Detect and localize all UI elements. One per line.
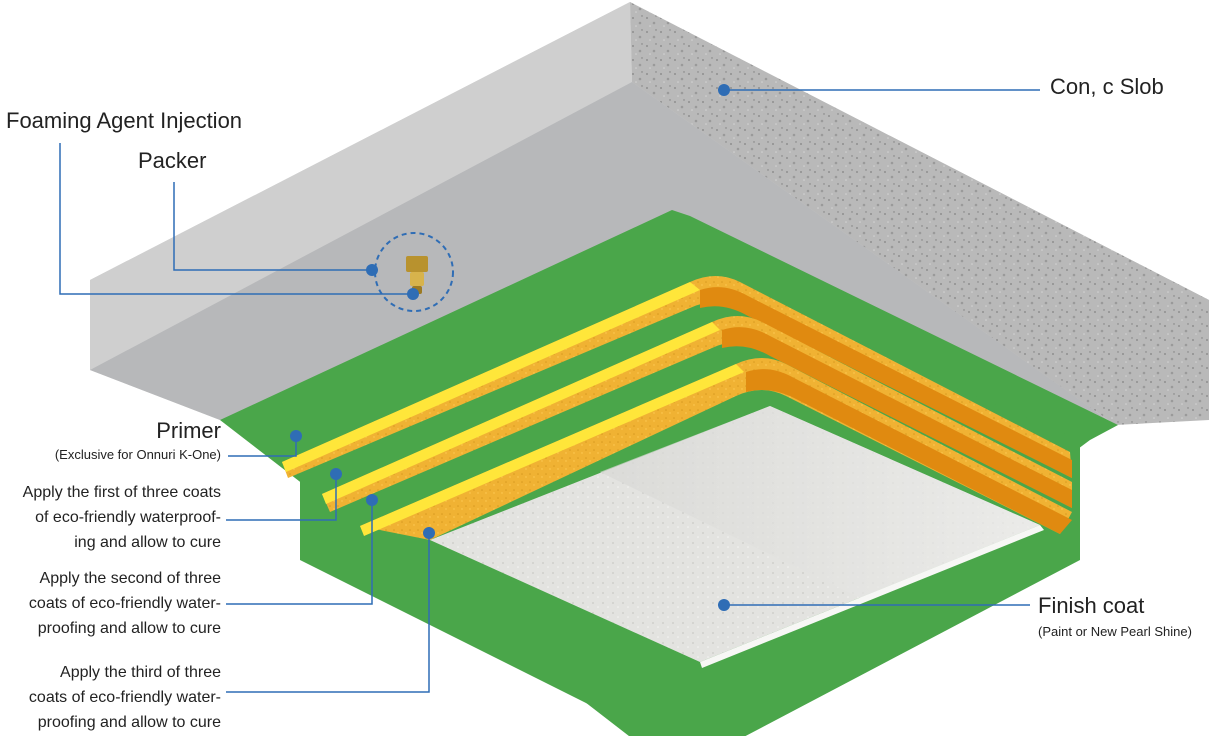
label-finish: Finish coat [1038, 593, 1145, 618]
leader-dots [290, 84, 730, 611]
dot-foaming-agent [407, 288, 419, 300]
label-packer: Packer [138, 148, 207, 173]
leader-coat1 [226, 474, 337, 521]
dot-packer [366, 264, 378, 276]
coat2-side [722, 327, 1072, 508]
coat1-line-3: ing and allow to cure [74, 534, 221, 551]
label-coat1: Apply the first of three coats of eco-fr… [23, 480, 221, 555]
label-primer: Primer [156, 418, 221, 443]
coat3-line-2: coats of eco-friendly water- [28, 689, 221, 706]
coat3-line-3: proofing and allow to cure [37, 714, 221, 731]
label-primer-note: (Exclusive for Onnuri K-One) [54, 447, 221, 462]
leader-coat2 [226, 500, 373, 605]
coat3-line-1: Apply the third of three [60, 664, 221, 681]
label-coat2: Apply the second of three coats of eco-f… [29, 566, 221, 641]
coat1-side [700, 287, 1072, 478]
finish-coat-sheen [600, 406, 1040, 598]
dot-primer [290, 430, 302, 442]
coat3-side [746, 369, 1072, 534]
label-foaming-agent: Foaming Agent Injection [6, 108, 243, 133]
leader-coat3 [226, 533, 430, 693]
label-finish-note: (Paint or New Pearl Shine) [1038, 624, 1192, 639]
leader-foaming-agent [59, 143, 413, 295]
coat1-line-2: of eco-friendly waterproof- [35, 509, 221, 526]
coat1-layer [282, 276, 1072, 478]
packer-highlight-circle [374, 232, 454, 312]
coat3-edge [360, 364, 744, 536]
label-coat3: Apply the third of three coats of eco-fr… [29, 660, 221, 735]
slab-right-face [630, 2, 1209, 425]
coat1-line-1: Apply the first of three coats [22, 484, 221, 501]
label-concrete-slab: Con, c Slob [1050, 74, 1164, 99]
dot-coat2 [366, 494, 378, 506]
coat2-line-1: Apply the second of three [39, 570, 221, 587]
dot-concrete-slab [718, 84, 730, 96]
leader-primer [228, 436, 297, 457]
coat2-edge [322, 322, 720, 504]
leader-packer [173, 182, 372, 271]
finish-coat-edge [700, 525, 1044, 668]
dot-coat1 [330, 468, 342, 480]
coat1-edge [282, 282, 700, 472]
coat2-line-2: coats of eco-friendly water- [28, 595, 221, 612]
dot-coat3 [423, 527, 435, 539]
leader-lines [59, 89, 1040, 693]
dot-finish [718, 599, 730, 611]
slab-left-face [90, 2, 632, 370]
coat2-line-3: proofing and allow to cure [37, 620, 221, 637]
